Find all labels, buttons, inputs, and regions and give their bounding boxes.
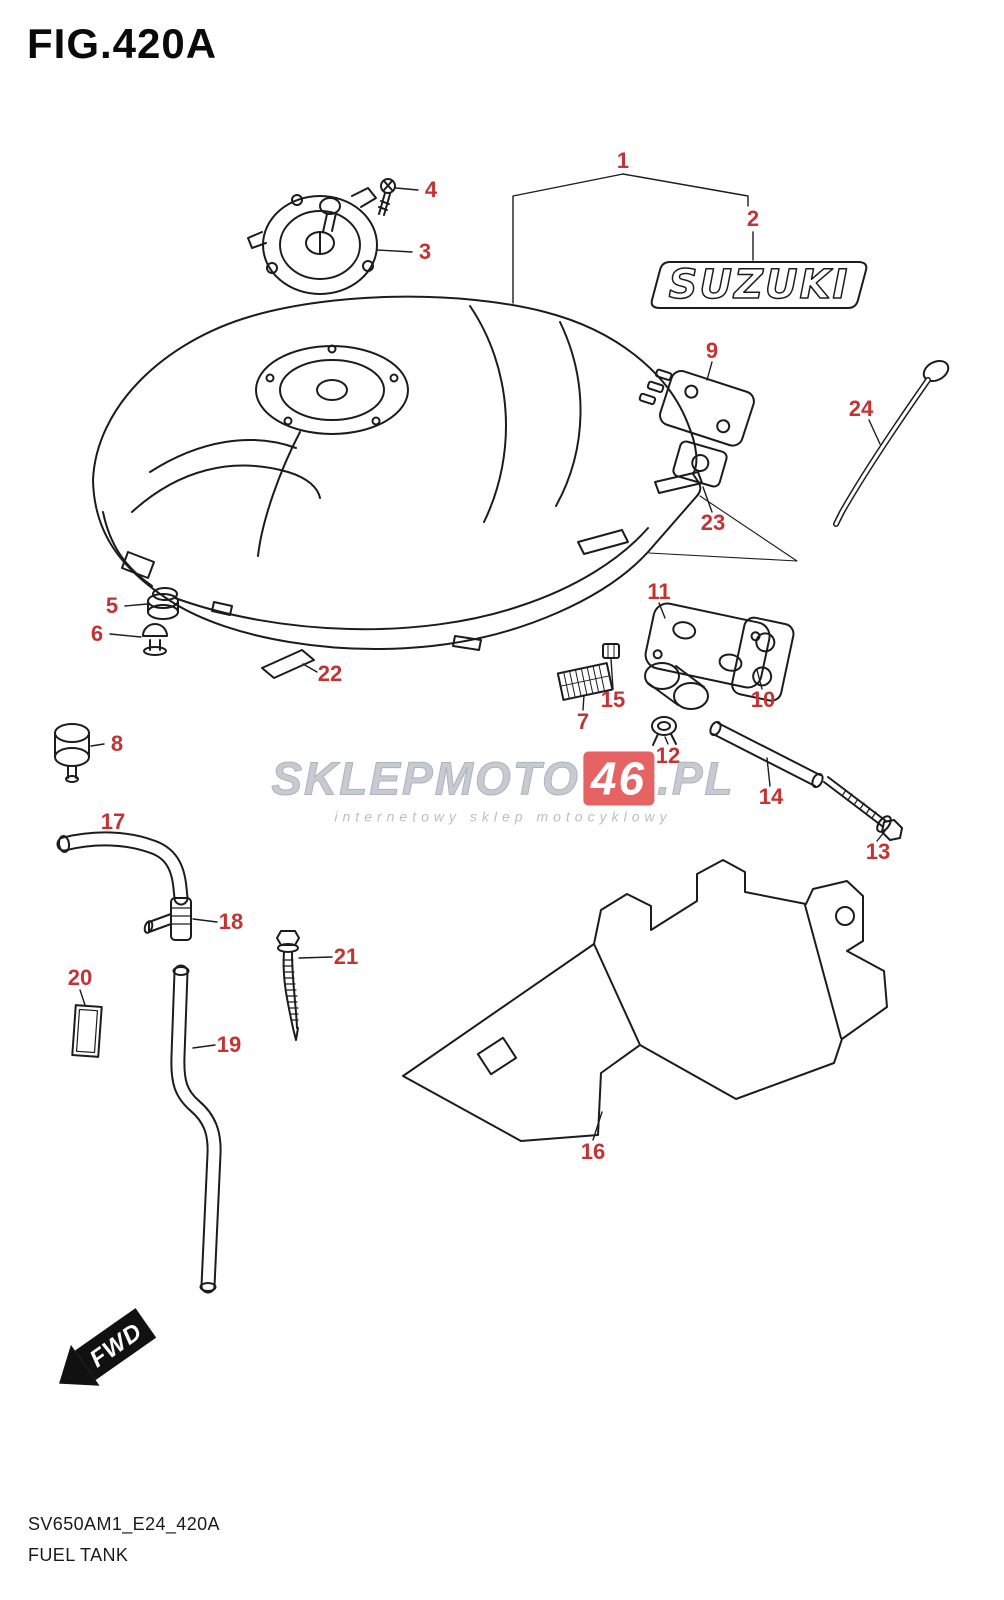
watermark-brand-prefix: SKLEPMOTO — [271, 752, 580, 805]
bracket-11-art — [644, 602, 771, 689]
cap-8-art — [54, 723, 90, 783]
cable-tie-art — [276, 930, 300, 1041]
rod-art — [833, 359, 950, 527]
diagram-art-root: FWD SUZUKI — [54, 173, 950, 1386]
fuel-cap-art — [247, 187, 378, 295]
heat-shield-art — [402, 859, 888, 1142]
part-code: SV650AM1_E24_420A — [28, 1514, 220, 1534]
bracket-23-art — [672, 440, 728, 488]
bracket-10-art — [731, 616, 795, 702]
clip-art — [602, 643, 620, 659]
pad-20-art — [71, 1004, 103, 1058]
tube-19-art — [170, 964, 222, 1294]
figure-title: FIG.420A — [27, 20, 218, 67]
watermark-tagline: internetowy sklep motocyklowy — [334, 808, 672, 825]
label-22-art — [261, 649, 315, 679]
grommet-art — [147, 593, 179, 620]
fuel-tank-art — [92, 295, 703, 651]
fwd-arrow: FWD — [59, 1308, 157, 1386]
plug-art — [142, 623, 168, 656]
bolt-art — [823, 776, 903, 841]
bracket-9-art — [638, 368, 755, 447]
connector-18-art — [143, 897, 192, 941]
label-7-art — [556, 662, 614, 701]
suzuki-logo-plate — [650, 261, 868, 309]
tube-17-art — [56, 831, 189, 906]
clamp-art — [651, 716, 677, 746]
cap-screw-art — [378, 178, 396, 216]
spacer-tube-art — [709, 720, 824, 789]
watermark-brand-suffix: .PL — [657, 752, 735, 805]
leader-lines — [79, 173, 886, 1141]
watermark-brand-highlight: 46 — [582, 751, 655, 806]
suzuki-logo-text: SUZUKI — [669, 262, 850, 308]
valve-body-art — [644, 662, 709, 710]
part-name: FUEL TANK — [28, 1545, 129, 1565]
